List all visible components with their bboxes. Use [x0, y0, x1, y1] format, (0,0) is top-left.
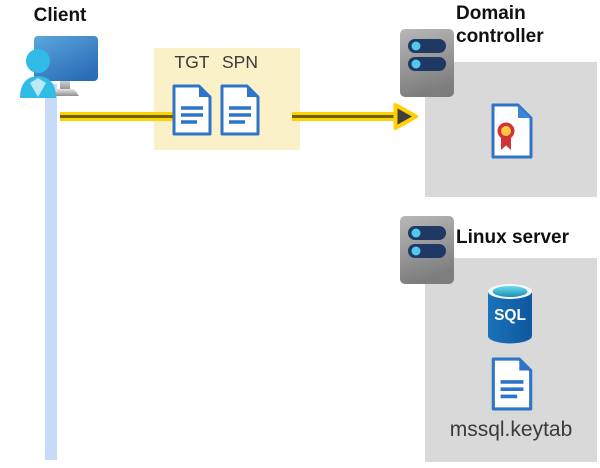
tgt-label: TGT — [174, 52, 210, 72]
domain-controller-title: Domain controller — [456, 3, 544, 47]
sql-database-icon: SQL — [488, 284, 532, 344]
client-title: Client — [33, 5, 87, 26]
person-icon — [20, 49, 56, 98]
linux-server-title: Linux server — [456, 227, 569, 248]
auth-arrow-right-segment — [292, 112, 395, 121]
spn-label: SPN — [222, 52, 258, 72]
linux-server-server-icon — [400, 216, 454, 284]
keytab-filename-label: mssql.keytab — [449, 418, 573, 441]
monitor-icon — [34, 36, 98, 96]
certificate-icon — [491, 103, 533, 159]
tgt-document-icon — [172, 84, 212, 136]
sql-icon-label: SQL — [494, 307, 526, 324]
client-lifeline-bar — [45, 84, 57, 460]
auth-arrowhead-icon — [393, 103, 418, 130]
client-workstation-icon — [20, 36, 98, 98]
keytab-document-icon — [491, 357, 533, 411]
domain-controller-server-icon — [400, 29, 454, 97]
auth-arrow-left-segment — [60, 112, 173, 121]
spn-document-icon — [220, 84, 260, 136]
